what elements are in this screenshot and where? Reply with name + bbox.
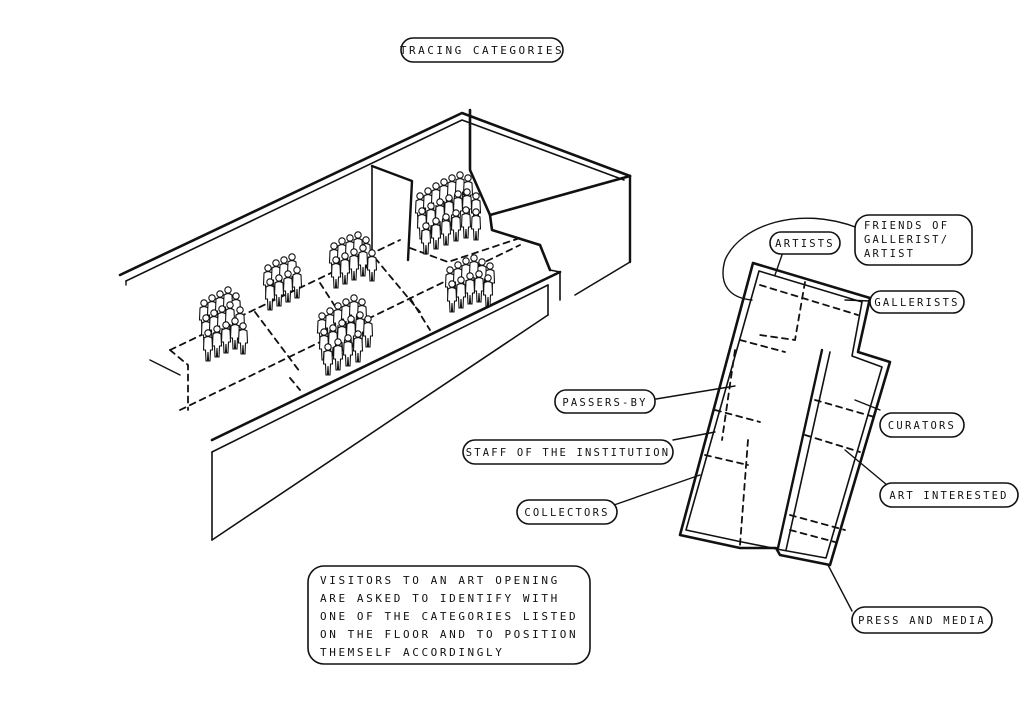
crowd-group-5 [414,171,482,255]
gallerists-text: GALLERISTS [874,297,959,309]
label-artists: ARTISTS [769,231,841,255]
callout-lines [613,217,888,612]
art-interested-text: ART INTERESTED [889,490,1008,502]
crowd-group-6 [444,254,496,313]
note-line4: ON THE FLOOR AND TO POSITION [320,628,578,641]
instruction-note: VISITORS TO AN ART OPENING ARE ASKED TO … [307,565,591,665]
friends-line1: FRIENDS OF [864,220,949,232]
friends-line2: GALLERIST/ [864,234,949,246]
label-staff: STAFF OF THE INSTITUTION [462,439,674,465]
crowd-group-2 [262,253,303,311]
title-text: TRACING CATEGORIES [400,44,564,57]
label-passers-by: PASSERS-BY [554,389,656,414]
collectors-text: COLLECTORS [524,507,609,519]
label-press: PRESS AND MEDIA [851,606,993,634]
note-line5: THEMSELF ACCORDINGLY [320,646,504,659]
floor-plan [678,261,892,567]
title-bubble: TRACING CATEGORIES [400,37,564,63]
passers-by-text: PASSERS-BY [562,397,647,409]
gallery-3d-view [118,108,632,541]
label-collectors: COLLECTORS [516,499,618,525]
artists-text: ARTISTS [775,238,835,250]
label-art-interested: ART INTERESTED [879,482,1019,508]
label-curators: CURATORS [879,412,965,438]
note-line1: VISITORS TO AN ART OPENING [320,574,560,587]
note-line3: ONE OF THE CATEGORIES LISTED [320,610,578,623]
press-text: PRESS AND MEDIA [858,615,986,627]
label-gallerists: GALLERISTS [869,290,965,314]
label-friends: FRIENDS OF GALLERIST/ ARTIST [854,214,973,266]
crowd-group-4 [316,294,374,376]
curators-text: CURATORS [888,420,956,432]
friends-line3: ARTIST [864,248,915,260]
crowd-group-3 [328,231,378,289]
staff-text: STAFF OF THE INSTITUTION [466,447,671,459]
crowd-group-1 [198,286,249,362]
note-line2: ARE ASKED TO IDENTIFY WITH [320,592,560,605]
